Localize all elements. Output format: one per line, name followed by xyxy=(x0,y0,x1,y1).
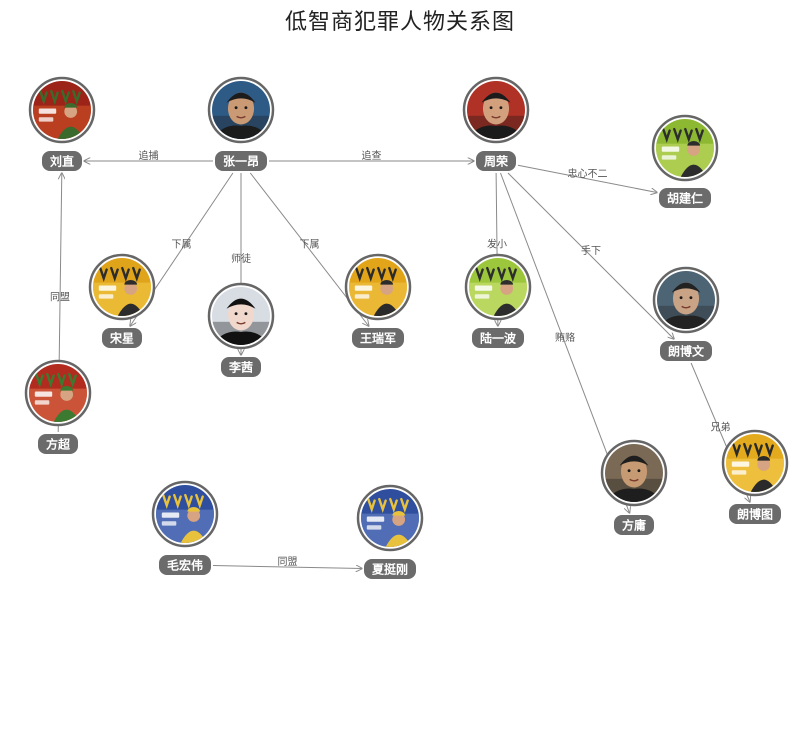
node-maohongwei[interactable]: 毛宏伟 xyxy=(153,482,217,575)
edge-zhangyiang-zhourong: 追查 xyxy=(269,149,474,162)
node-label: 周荣 xyxy=(484,154,509,169)
node-langbotu[interactable]: 朗博图 xyxy=(723,431,787,524)
edge-label: 同盟 xyxy=(50,292,70,304)
node-fangyong[interactable]: 方庸 xyxy=(602,441,666,535)
node-label: 方庸 xyxy=(622,518,646,533)
node-zhangyiang[interactable]: 张一昂 xyxy=(209,78,273,171)
node-label: 宋星 xyxy=(110,331,134,346)
edge-label: 师徒 xyxy=(231,252,251,265)
edge-label: 追查 xyxy=(362,149,382,162)
node-liuzhi[interactable]: 刘直 xyxy=(30,78,94,171)
node-label: 李茜 xyxy=(228,360,253,375)
edge-label: 下属 xyxy=(300,239,320,251)
node-label: 毛宏伟 xyxy=(167,558,203,573)
node-label: 陆一波 xyxy=(480,331,517,346)
node-label: 方超 xyxy=(46,437,71,452)
node-label: 刘直 xyxy=(50,154,74,169)
edge-label: 手下 xyxy=(581,244,601,257)
node-langbowen[interactable]: 朗博文 xyxy=(654,268,718,361)
node-wangruijun[interactable]: 王瑞军 xyxy=(346,255,410,348)
edge-zhourong-langbowen: 手下 xyxy=(508,173,674,339)
node-label: 胡建仁 xyxy=(667,191,703,206)
node-label: 夏挺刚 xyxy=(372,562,408,577)
edge-label: 兄弟 xyxy=(711,422,731,434)
node-hujianren[interactable]: 胡建仁 xyxy=(653,116,717,208)
node-zhourong[interactable]: 周荣 xyxy=(464,78,528,171)
node-label: 朗博文 xyxy=(668,344,705,359)
edge-label: 追捕 xyxy=(139,149,159,162)
edge-label: 忠心不二 xyxy=(568,168,608,180)
edge-zhourong-hujianren: 忠心不二 xyxy=(518,165,657,192)
edge-zhangyiang-liuzhi: 追捕 xyxy=(84,149,213,162)
node-xiatinggang[interactable]: 夏挺刚 xyxy=(358,486,422,579)
node-label: 朗博图 xyxy=(737,507,773,522)
edge-maohongwei-xiatinggang: 同盟 xyxy=(213,556,362,569)
node-lixi[interactable]: 李茜 xyxy=(209,284,273,377)
edge-label: 下属 xyxy=(172,239,192,251)
node-luyibo[interactable]: 陆一波 xyxy=(466,255,530,348)
edge-label: 发小 xyxy=(487,238,507,251)
node-label: 张一昂 xyxy=(223,154,259,169)
node-label: 王瑞军 xyxy=(360,331,396,346)
edge-label: 同盟 xyxy=(278,556,298,568)
node-fangchao[interactable]: 方超 xyxy=(26,361,90,454)
node-songxing[interactable]: 宋星 xyxy=(90,255,154,348)
edge-label: 贿赂 xyxy=(555,331,575,344)
